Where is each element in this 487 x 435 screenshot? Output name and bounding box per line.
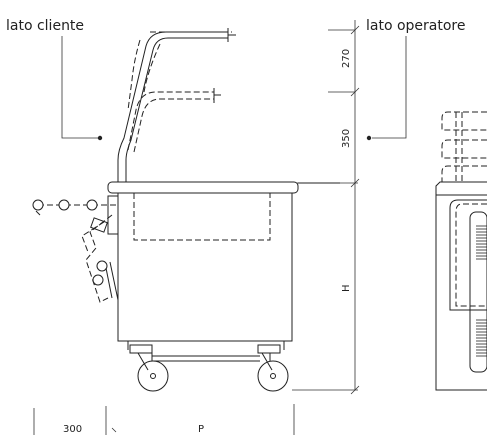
dimension-h: H <box>341 284 352 292</box>
leader-lato-cliente <box>61 36 103 141</box>
dimension-270: 270 <box>341 49 352 68</box>
sneeze-guard-frame <box>117 28 340 184</box>
operator-side-view <box>435 111 487 391</box>
label-lato-operatore: lato operatore <box>366 18 466 34</box>
label-lato-cliente: lato cliente <box>6 18 84 34</box>
dimension-300: 300 <box>63 424 82 435</box>
base-rail <box>152 355 260 362</box>
caster-left <box>129 344 169 392</box>
dimension-line-bottom <box>33 404 295 435</box>
caster-right <box>257 344 289 392</box>
cabinet-body <box>107 181 299 350</box>
dimension-350: 350 <box>341 129 352 148</box>
leader-lato-operatore <box>366 36 407 141</box>
dimension-line-vertical <box>290 20 360 395</box>
dimension-p: P <box>198 424 204 435</box>
side-tray-slide <box>32 195 119 303</box>
